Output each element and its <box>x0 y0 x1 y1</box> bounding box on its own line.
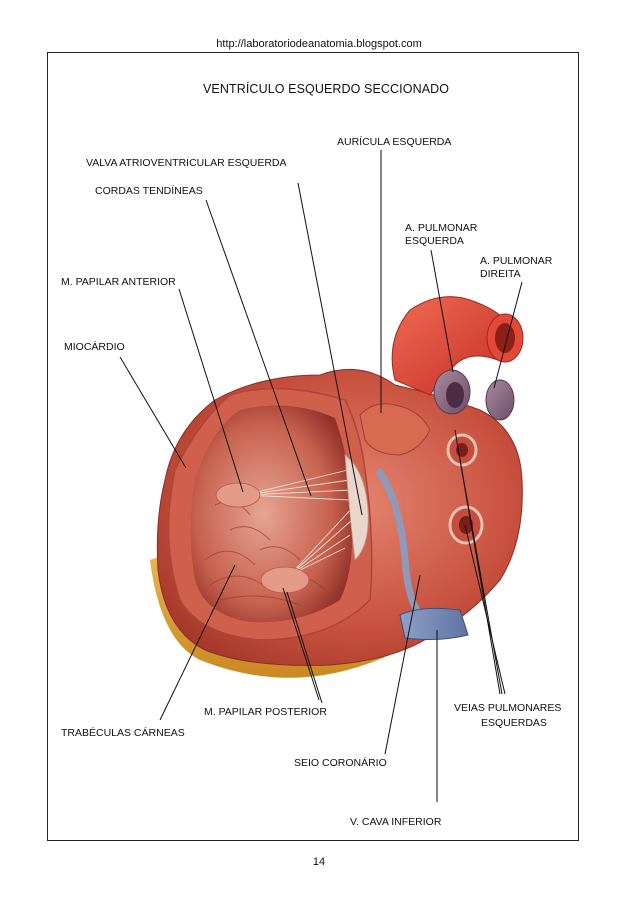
label-a-pulmonar-esquerda-line2: ESQUERDA <box>405 235 464 247</box>
pulmonary-vessel-right <box>485 379 515 421</box>
ventricle-cavity <box>190 405 353 623</box>
left-auricle <box>359 403 431 456</box>
label-a-pulmonar-direita-line2: DIREITA <box>480 268 521 280</box>
diagram-title: VENTRÍCULO ESQUERDO SECCIONADO <box>203 82 450 96</box>
pulmonary-artery-left-lumen <box>446 382 464 408</box>
label-valva-atrioventricular: VALVA ATRIOVENTRICULAR ESQUERDA <box>86 157 287 169</box>
label-seio-coronario: SEIO CORONÁRIO <box>294 757 387 769</box>
label-miocardio: MIOCÁRDIO <box>64 341 125 353</box>
pulmonary-vein-lower-lumen <box>459 516 473 534</box>
page-frame <box>47 52 579 841</box>
label-veias-pulmonares-line2: ESQUERDAS <box>481 717 547 729</box>
mitral-valve-leaflet <box>344 454 369 561</box>
source-url: http://laboratoriodeanatomia.blogspot.co… <box>216 38 422 50</box>
label-a-pulmonar-esquerda-line1: A. PULMONAR <box>405 222 478 234</box>
label-m-papilar-posterior: M. PAPILAR POSTERIOR <box>204 706 327 718</box>
label-veias-pulmonares-line1: VEIAS PULMONARES <box>454 702 562 714</box>
pulmonary-artery-right-lumen <box>495 323 515 353</box>
pulmonary-trunk <box>391 296 516 396</box>
label-a-pulmonar-direita-line1: A. PULMONAR <box>480 255 553 267</box>
label-m-papilar-anterior: M. PAPILAR ANTERIOR <box>61 276 176 288</box>
papillary-posterior-shape <box>260 566 310 594</box>
label-cordas-tendineas: CORDAS TENDÍNEAS <box>95 185 203 197</box>
page-number: 14 <box>312 856 326 868</box>
label-auricula-esquerda: AURÍCULA ESQUERDA <box>337 136 452 148</box>
chordae-tendineae <box>244 469 356 576</box>
coronary-sinus-shape <box>375 467 423 618</box>
label-v-cava-inferior: V. CAVA INFERIOR <box>350 816 442 828</box>
leader-lines <box>119 150 523 802</box>
inferior-vena-cava-shape <box>399 607 469 640</box>
label-trabeculas-carneas: TRABÉCULAS CÁRNEAS <box>61 727 185 739</box>
papillary-anterior-shape <box>215 482 261 508</box>
